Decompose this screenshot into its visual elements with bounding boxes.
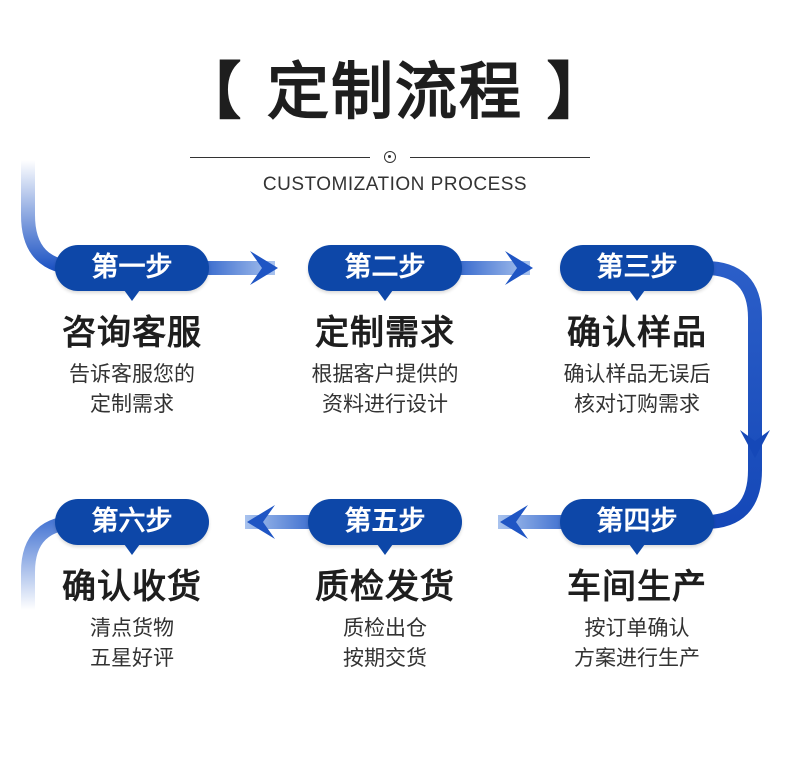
step-3-desc: 确认样品无误后 核对订购需求: [563, 362, 711, 416]
connector-1-2: [195, 261, 275, 275]
step-6: 第六步 确认收货 清点货物 五星好评: [17, 499, 247, 673]
step-3: 第三步 确认样品 确认样品无误后 核对订购需求: [522, 245, 752, 419]
step-2: 第二步 定制需求 根据客户提供的 资料进行设计: [270, 245, 500, 419]
step-5-badge: 第五步: [308, 499, 462, 555]
step-3-badge: 第三步: [560, 245, 714, 301]
page-title: 【 定制流程 】: [179, 55, 611, 128]
step-5: 第五步 质检发货 质检出仓 按期交货: [270, 499, 500, 673]
step-1: 第一步 咨询客服 告诉客服您的 定制需求: [17, 245, 247, 419]
step-4: 第四步 车间生产 按订单确认 方案进行生产: [522, 499, 752, 673]
arrow-right-down: [740, 430, 770, 458]
divider-left: [190, 157, 370, 158]
step-2-badge: 第二步: [308, 245, 462, 301]
page-subtitle: CUSTOMIZATION PROCESS: [262, 174, 528, 195]
step-4-badge: 第四步: [560, 499, 714, 555]
step-2-desc: 根据客户提供的 资料进行设计: [311, 362, 459, 416]
step-1-title: 咨询客服: [62, 313, 202, 353]
arrow-1-2: [250, 251, 278, 285]
step-6-title: 确认收货: [62, 567, 202, 607]
step-3-title: 确认样品: [567, 313, 707, 353]
arrow-4-5: [500, 505, 528, 539]
right-loop: [704, 261, 762, 529]
divider-dot-icon: [384, 151, 396, 163]
connector-2-3: [450, 261, 530, 275]
step-6-badge: 第六步: [55, 499, 209, 555]
arrow-2-3: [505, 251, 533, 285]
step-2-title: 定制需求: [315, 313, 455, 353]
step-5-title: 质检发货: [315, 567, 455, 607]
arrow-5-6: [247, 505, 275, 539]
step-1-desc: 告诉客服您的 定制需求: [69, 362, 195, 416]
step-6-desc: 清点货物 五星好评: [90, 616, 174, 670]
step-4-desc: 按订单确认 方案进行生产: [574, 616, 700, 670]
divider-right: [410, 157, 590, 158]
step-1-badge: 第一步: [55, 245, 209, 301]
step-4-title: 车间生产: [567, 567, 707, 607]
step-5-desc: 质检出仓 按期交货: [343, 616, 427, 670]
